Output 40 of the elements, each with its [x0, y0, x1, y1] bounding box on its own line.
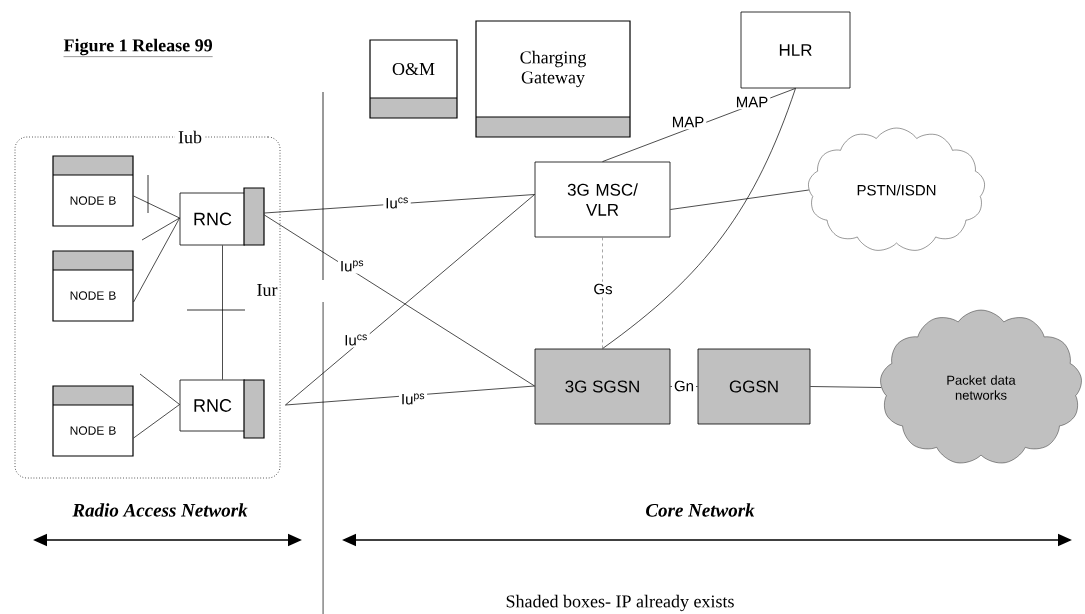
network-cloud: Packet data networks — [880, 309, 1082, 464]
controller-box: RNC — [179, 187, 265, 246]
connector-line — [139, 373, 180, 405]
base-station-box: NODE B — [52, 155, 134, 227]
connector-line — [810, 386, 882, 388]
connector-line — [133, 195, 180, 219]
connector-line — [602, 88, 796, 349]
edge-label: Gn — [672, 378, 696, 394]
connector-line — [264, 194, 535, 214]
connector-line — [670, 189, 810, 210]
caption-text: Core Network — [646, 503, 755, 517]
server-box: O&M — [369, 39, 458, 119]
connector-line — [141, 217, 180, 241]
edge-label: MAP — [733, 94, 771, 110]
edge-label: Iu$^{ps}$ — [398, 391, 428, 407]
node-box: GGSN — [697, 348, 811, 425]
connector-line — [602, 237, 603, 349]
network-cloud: PSTN/ISDN — [808, 127, 985, 251]
interface-label: Iub — [175, 127, 205, 147]
caption-text: Radio Access Network — [72, 503, 248, 517]
register-box: HLR — [740, 11, 851, 89]
edge-label: Gs — [591, 281, 615, 297]
connector-line — [133, 217, 180, 303]
edge-label: Iu$^{ps}$ — [337, 258, 367, 274]
base-station-box: NODE B — [52, 250, 134, 322]
base-station-box: NODE B — [52, 385, 134, 457]
edge-label: Iur — [254, 282, 280, 298]
edge-label: Iu$^{cs}$ — [342, 332, 370, 348]
connector-line — [133, 404, 180, 439]
figure-title: Figure 1 Release 99 — [63, 38, 213, 57]
server-box: Charging Gateway — [475, 20, 631, 138]
connector-line — [222, 245, 223, 380]
connector-line — [285, 194, 535, 406]
edge-label: Iu$^{cs}$ — [383, 195, 411, 211]
caption-text: Shaded boxes- IP already exists — [506, 594, 734, 612]
switch-box: 3G MSC/ VLR — [534, 161, 671, 238]
connector-line — [264, 214, 535, 387]
controller-box: RNC — [179, 379, 265, 439]
edge-label: MAP — [669, 114, 707, 130]
node-box: 3G SGSN — [534, 348, 671, 425]
